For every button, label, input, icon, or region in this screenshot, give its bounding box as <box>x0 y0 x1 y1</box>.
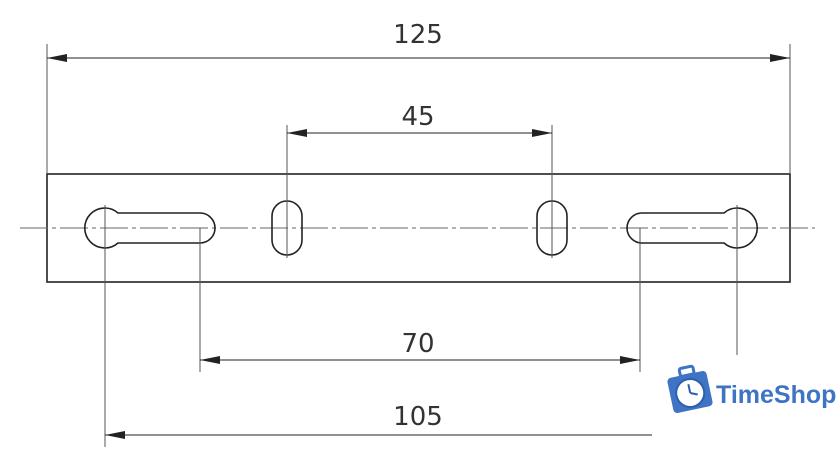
clock-bag-icon <box>667 364 713 414</box>
right-keyhole-slot <box>626 207 758 249</box>
left-keyhole-slot <box>84 207 216 249</box>
dimension-label-70: 70 <box>401 329 434 359</box>
timeshop-logo: TimeShop <box>667 364 836 414</box>
dimension-label-125: 125 <box>393 20 443 50</box>
dimension-label-45: 45 <box>401 102 434 132</box>
extension-lines <box>46 44 791 447</box>
dimension-label-105: 105 <box>393 402 443 432</box>
logo-text: TimeShop <box>716 381 836 409</box>
